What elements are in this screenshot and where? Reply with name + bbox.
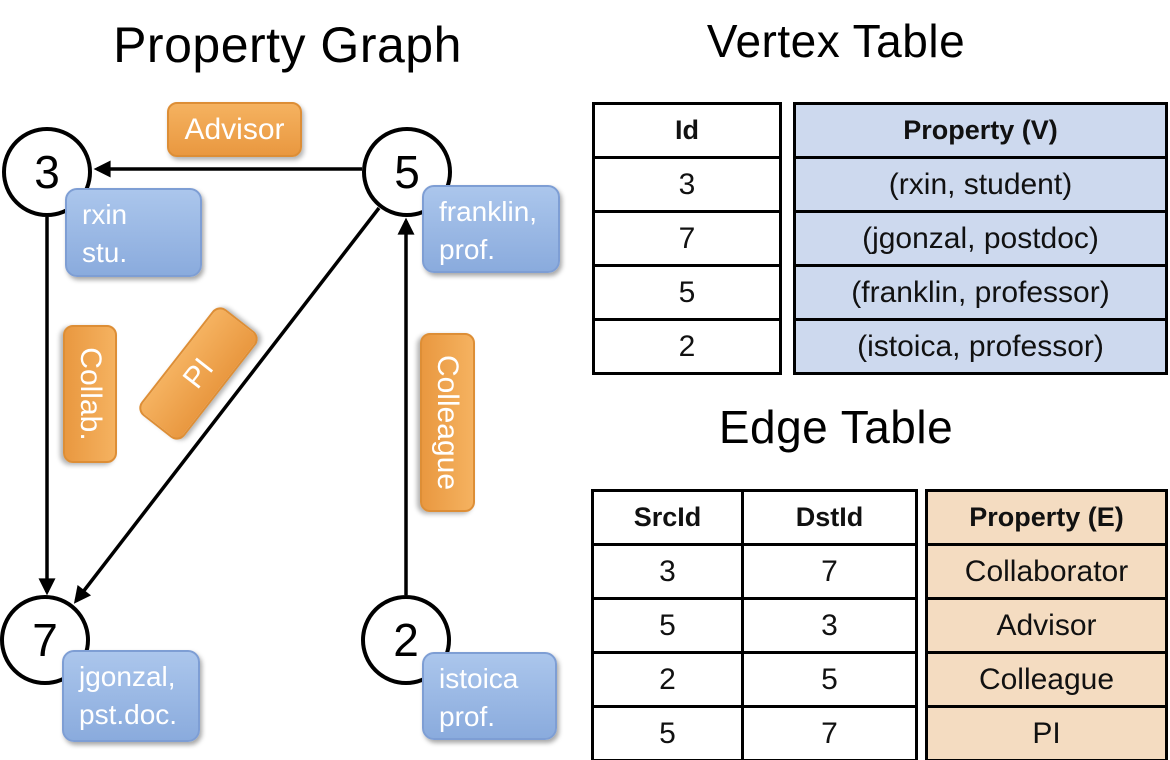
edge-label-colleague: Colleague — [420, 333, 475, 512]
edge-src-cell: 5 — [591, 705, 744, 760]
vertex-property-line2: prof. — [439, 234, 496, 265]
edge-table-title: Edge Table — [718, 401, 954, 453]
vertex-property-line1: istoica — [439, 663, 519, 694]
edge-property-header: Property (E) — [925, 489, 1168, 546]
vertex-property-label-7: jgonzal, pst.doc. — [62, 650, 200, 742]
vertex-property-cell: (istoica, professor) — [793, 318, 1168, 375]
vertex-property-table: Property (V) (rxin, student) (jgonzal, p… — [793, 102, 1168, 375]
edge-src-header: SrcId — [591, 489, 744, 546]
edge-label-text: Collab. — [74, 347, 107, 441]
edge-dst-cell: 7 — [741, 543, 918, 600]
edge-5-to-7-pi — [73, 206, 381, 604]
vertex-id-cell: 2 — [592, 318, 782, 375]
vertex-table-title: Vertex Table — [706, 15, 966, 67]
node-3-id: 3 — [34, 146, 60, 198]
property-graph-title: Property Graph — [113, 17, 462, 73]
vertex-id-cell: 7 — [592, 210, 782, 267]
node-2-id: 2 — [393, 614, 419, 666]
vertex-property-line2: pst.doc. — [79, 699, 178, 730]
vertex-id-cell: 3 — [592, 156, 782, 213]
edge-property-cell: PI — [925, 705, 1168, 760]
edge-label-text: Colleague — [431, 354, 465, 491]
edge-dst-cell: 3 — [741, 597, 918, 654]
edge-src-cell: 3 — [591, 543, 744, 600]
vertex-property-cell: (jgonzal, postdoc) — [793, 210, 1168, 267]
edge-src-cell: 2 — [591, 651, 744, 708]
vertex-property-label-3: rxin stu. — [65, 188, 202, 277]
edge-src-dst-table: SrcId DstId 3 7 5 3 2 5 5 7 — [591, 489, 918, 760]
vertex-property-line1: franklin, — [439, 196, 538, 227]
edge-property-cell: Colleague — [925, 651, 1168, 708]
vertex-property-line1: rxin — [82, 199, 128, 230]
vertex-id-table: Id 3 7 5 2 — [592, 102, 782, 375]
edge-dst-header: DstId — [741, 489, 918, 546]
edge-property-table: Property (E) Collaborator Advisor Collea… — [925, 489, 1168, 760]
vertex-property-line2: prof. — [439, 701, 496, 732]
vertex-property-line2: stu. — [82, 237, 128, 268]
vertex-property-header: Property (V) — [793, 102, 1168, 159]
vertex-id-header: Id — [592, 102, 782, 159]
edge-label-text: PI — [176, 351, 220, 395]
vertex-property-label-5: franklin, prof. — [422, 185, 560, 273]
vertex-property-line1: jgonzal, — [79, 661, 176, 692]
edge-label-text: Advisor — [184, 112, 285, 146]
node-3: 3 — [2, 127, 92, 217]
edge-property-cell: Advisor — [925, 597, 1168, 654]
vertex-property-label-2: istoica prof. — [422, 652, 557, 740]
edge-src-cell: 5 — [591, 597, 744, 654]
edge-label-collab: Collab. — [63, 325, 117, 463]
edge-dst-cell: 5 — [741, 651, 918, 708]
vertex-id-cell: 5 — [592, 264, 782, 321]
node-5-id: 5 — [394, 146, 420, 198]
vertex-property-cell: (franklin, professor) — [793, 264, 1168, 321]
vertex-property-cell: (rxin, student) — [793, 156, 1168, 213]
node-7-id: 7 — [32, 614, 58, 666]
edge-dst-cell: 7 — [741, 705, 918, 760]
edge-label-advisor: Advisor — [167, 102, 302, 157]
edge-property-cell: Collaborator — [925, 543, 1168, 600]
